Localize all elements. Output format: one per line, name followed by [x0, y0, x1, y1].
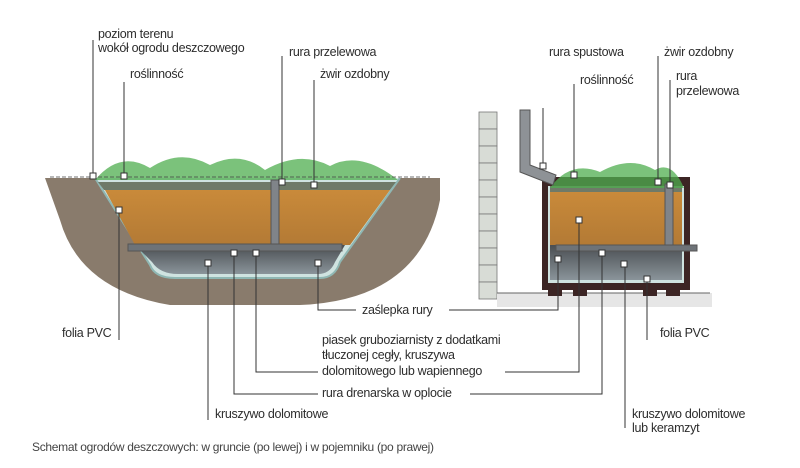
brick-wall [478, 111, 498, 300]
label-pvc-foil-left: folia PVC [62, 326, 112, 340]
label-overflow-pipe-left: rura przelewowa [289, 45, 377, 59]
label-pvc-foil-right: folia PVC [660, 326, 710, 340]
downpipe [519, 109, 557, 186]
callout-markers [89, 162, 674, 283]
sand-layer [105, 190, 390, 245]
label-plants-left: roślinność [130, 67, 183, 81]
container-feet [548, 288, 680, 296]
label-gravel-left: żwir ozdobny [320, 67, 390, 81]
in-ground-garden [45, 157, 440, 305]
label-aggregate-right-2: lub keramzyt [632, 421, 700, 435]
leader-lines [92, 40, 671, 428]
gravel-layer [550, 186, 682, 192]
label-ground-level-2: wokół ogrodu deszczowego [97, 41, 245, 55]
sand-layer [550, 192, 682, 245]
plants [95, 157, 398, 180]
label-dolomite-left: kruszywo dolomitowe [215, 407, 328, 421]
gravel-layer [98, 182, 396, 190]
label-sand-1: piasek gruboziarnisty z dodatkami [322, 333, 500, 347]
overflow-pipe [270, 179, 280, 249]
surrounding-soil [45, 178, 440, 305]
label-sand-2: tłuczonej cegły, kruszywa [322, 348, 455, 362]
dolomite-layer [135, 245, 345, 274]
figure-caption: Schemat ogrodów deszczowych: w gruncie (… [32, 440, 434, 454]
label-pipe-cap: zaślepka rury [362, 303, 433, 317]
label-overflow-pipe-right-2: przelewowa [676, 84, 739, 98]
container-garden [478, 109, 712, 307]
label-gravel-right: żwir ozdobny [664, 45, 734, 59]
label-plants-right: roślinność [580, 73, 633, 87]
plants [550, 162, 684, 188]
label-ground-level-1: poziom terenu [98, 27, 174, 41]
drain-pipe [555, 244, 698, 252]
label-sand-3: dolomitowego lub wapiennego [322, 364, 482, 378]
label-drain-pipe: rura drenarska w oplocie [322, 386, 452, 400]
label-overflow-pipe-right-1: rura [676, 69, 697, 83]
ground-shadow [497, 293, 712, 307]
label-aggregate-right-1: kruszywo dolomitowe [632, 407, 745, 421]
label-downpipe: rura spustowa [549, 45, 624, 59]
overflow-pipe [664, 183, 674, 251]
